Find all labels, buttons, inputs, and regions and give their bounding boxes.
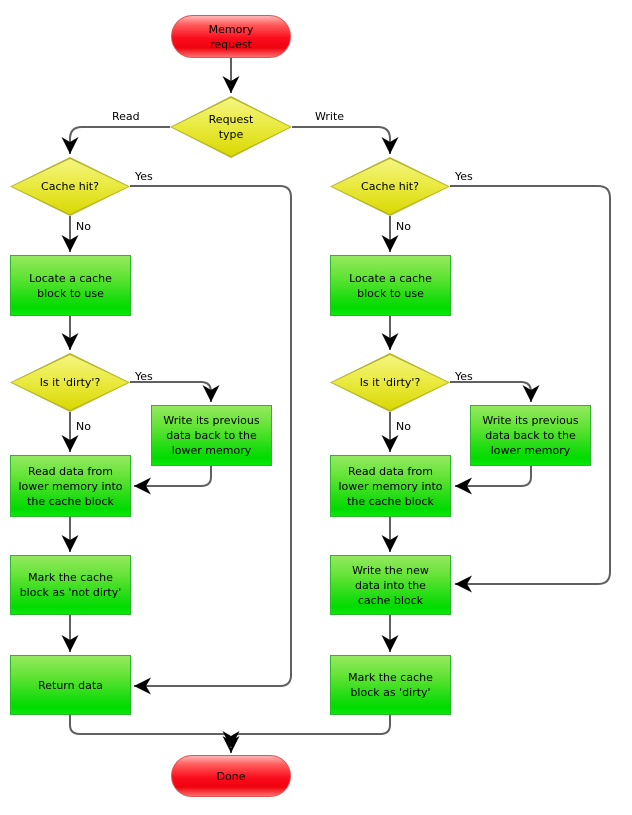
edge-write-writeback-to-readdata [455,466,532,495]
edge-label-yes-hit-read: Yes [135,170,153,183]
node-label: Locate a cache block to use [29,271,112,300]
node-mark-dirty: Mark the cache block as 'dirty' [330,655,451,715]
node-cache-hit-read: Cache hit? [10,157,130,216]
edge-label-yes-dirty-read: Yes [135,370,153,383]
node-is-dirty-read: Is it 'dirty'? [10,353,130,412]
node-label: Is it 'dirty'? [39,376,101,389]
node-label: Read data from lower memory into the cac… [18,464,123,508]
node-label: Done [216,769,246,783]
edge-label-no-dirty-read: No [76,420,91,433]
edge-read-writeback-to-readdata [134,466,212,495]
edge-write-hit-yes-to-writenew [450,185,611,593]
node-locate-block-read: Locate a cache block to use [10,255,131,316]
edge-label-yes-dirty-write: Yes [455,370,473,383]
node-request-type: Request type [170,96,292,158]
node-write-back-read: Write its previous data back to the lowe… [151,405,272,466]
edge-label-no-dirty-write: No [396,420,411,433]
edge-label-read: Read [112,110,140,123]
edge-write-branch [292,126,399,154]
node-write-back-write: Write its previous data back to the lowe… [470,405,591,466]
node-label: Memory request [208,22,254,51]
node-label: Read data from lower memory into the cac… [338,464,443,508]
node-cache-hit-write: Cache hit? [330,157,450,216]
edge-read-hit-yes-to-return [130,185,292,695]
node-done: Done [171,755,291,797]
node-return-data: Return data [10,655,131,715]
node-label: Write the new data into the cache block [352,563,429,607]
edge-label-yes-hit-write: Yes [455,170,473,183]
edge-markdirty-to-done [222,715,391,748]
node-label: Mark the cache block as 'dirty' [348,671,433,699]
edge-label-write: Write [315,110,345,123]
node-is-dirty-write: Is it 'dirty'? [330,353,450,412]
node-label: Return data [38,678,103,692]
node-mark-not-dirty: Mark the cache block as 'not dirty' [10,555,131,615]
node-label: Is it 'dirty'? [359,376,421,389]
edge-write-dirty-yes [450,381,540,402]
node-read-data-read: Read data from lower memory into the cac… [10,455,131,517]
node-label: Mark the cache block as 'not dirty' [19,571,122,599]
node-label: Cache hit? [41,180,99,193]
edge-return-to-done [69,715,240,753]
node-locate-block-write: Locate a cache block to use [330,255,451,316]
edge-read-dirty-yes [130,381,220,402]
edge-label-no-hit-read: No [76,220,91,233]
node-label: Write its previous data back to the lowe… [163,414,260,457]
node-write-new-data: Write the new data into the cache block [330,555,451,615]
node-label: Cache hit? [361,180,419,193]
node-label: Locate a cache block to use [349,271,432,300]
node-read-data-write: Read data from lower memory into the cac… [330,455,451,517]
node-label: Write its previous data back to the lowe… [482,414,579,457]
edge-label-no-hit-write: No [396,220,411,233]
node-memory-request: Memory request [171,15,291,58]
edge-read-branch [61,126,170,154]
node-label: Request type [208,113,254,141]
